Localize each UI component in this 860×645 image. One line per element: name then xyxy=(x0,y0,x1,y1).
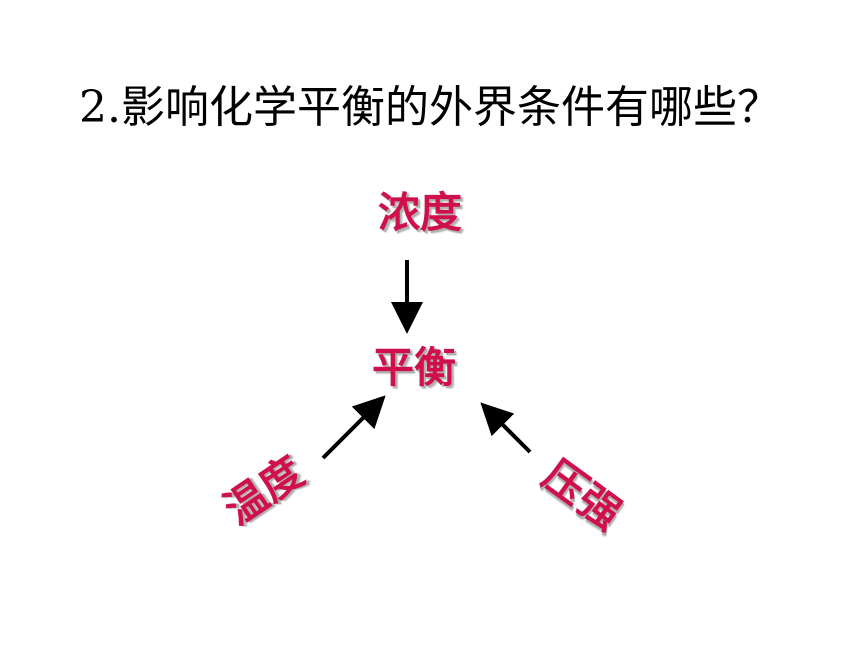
slide-title: 2.影响化学平衡的外界条件有哪些？ xyxy=(79,82,781,133)
node-equilibrium: 平衡 xyxy=(372,343,457,392)
arrow-pressure-to-equilibrium xyxy=(480,402,532,454)
node-concentration: 浓度 xyxy=(378,188,463,237)
arrow-temperature-to-equilibrium xyxy=(321,395,386,460)
